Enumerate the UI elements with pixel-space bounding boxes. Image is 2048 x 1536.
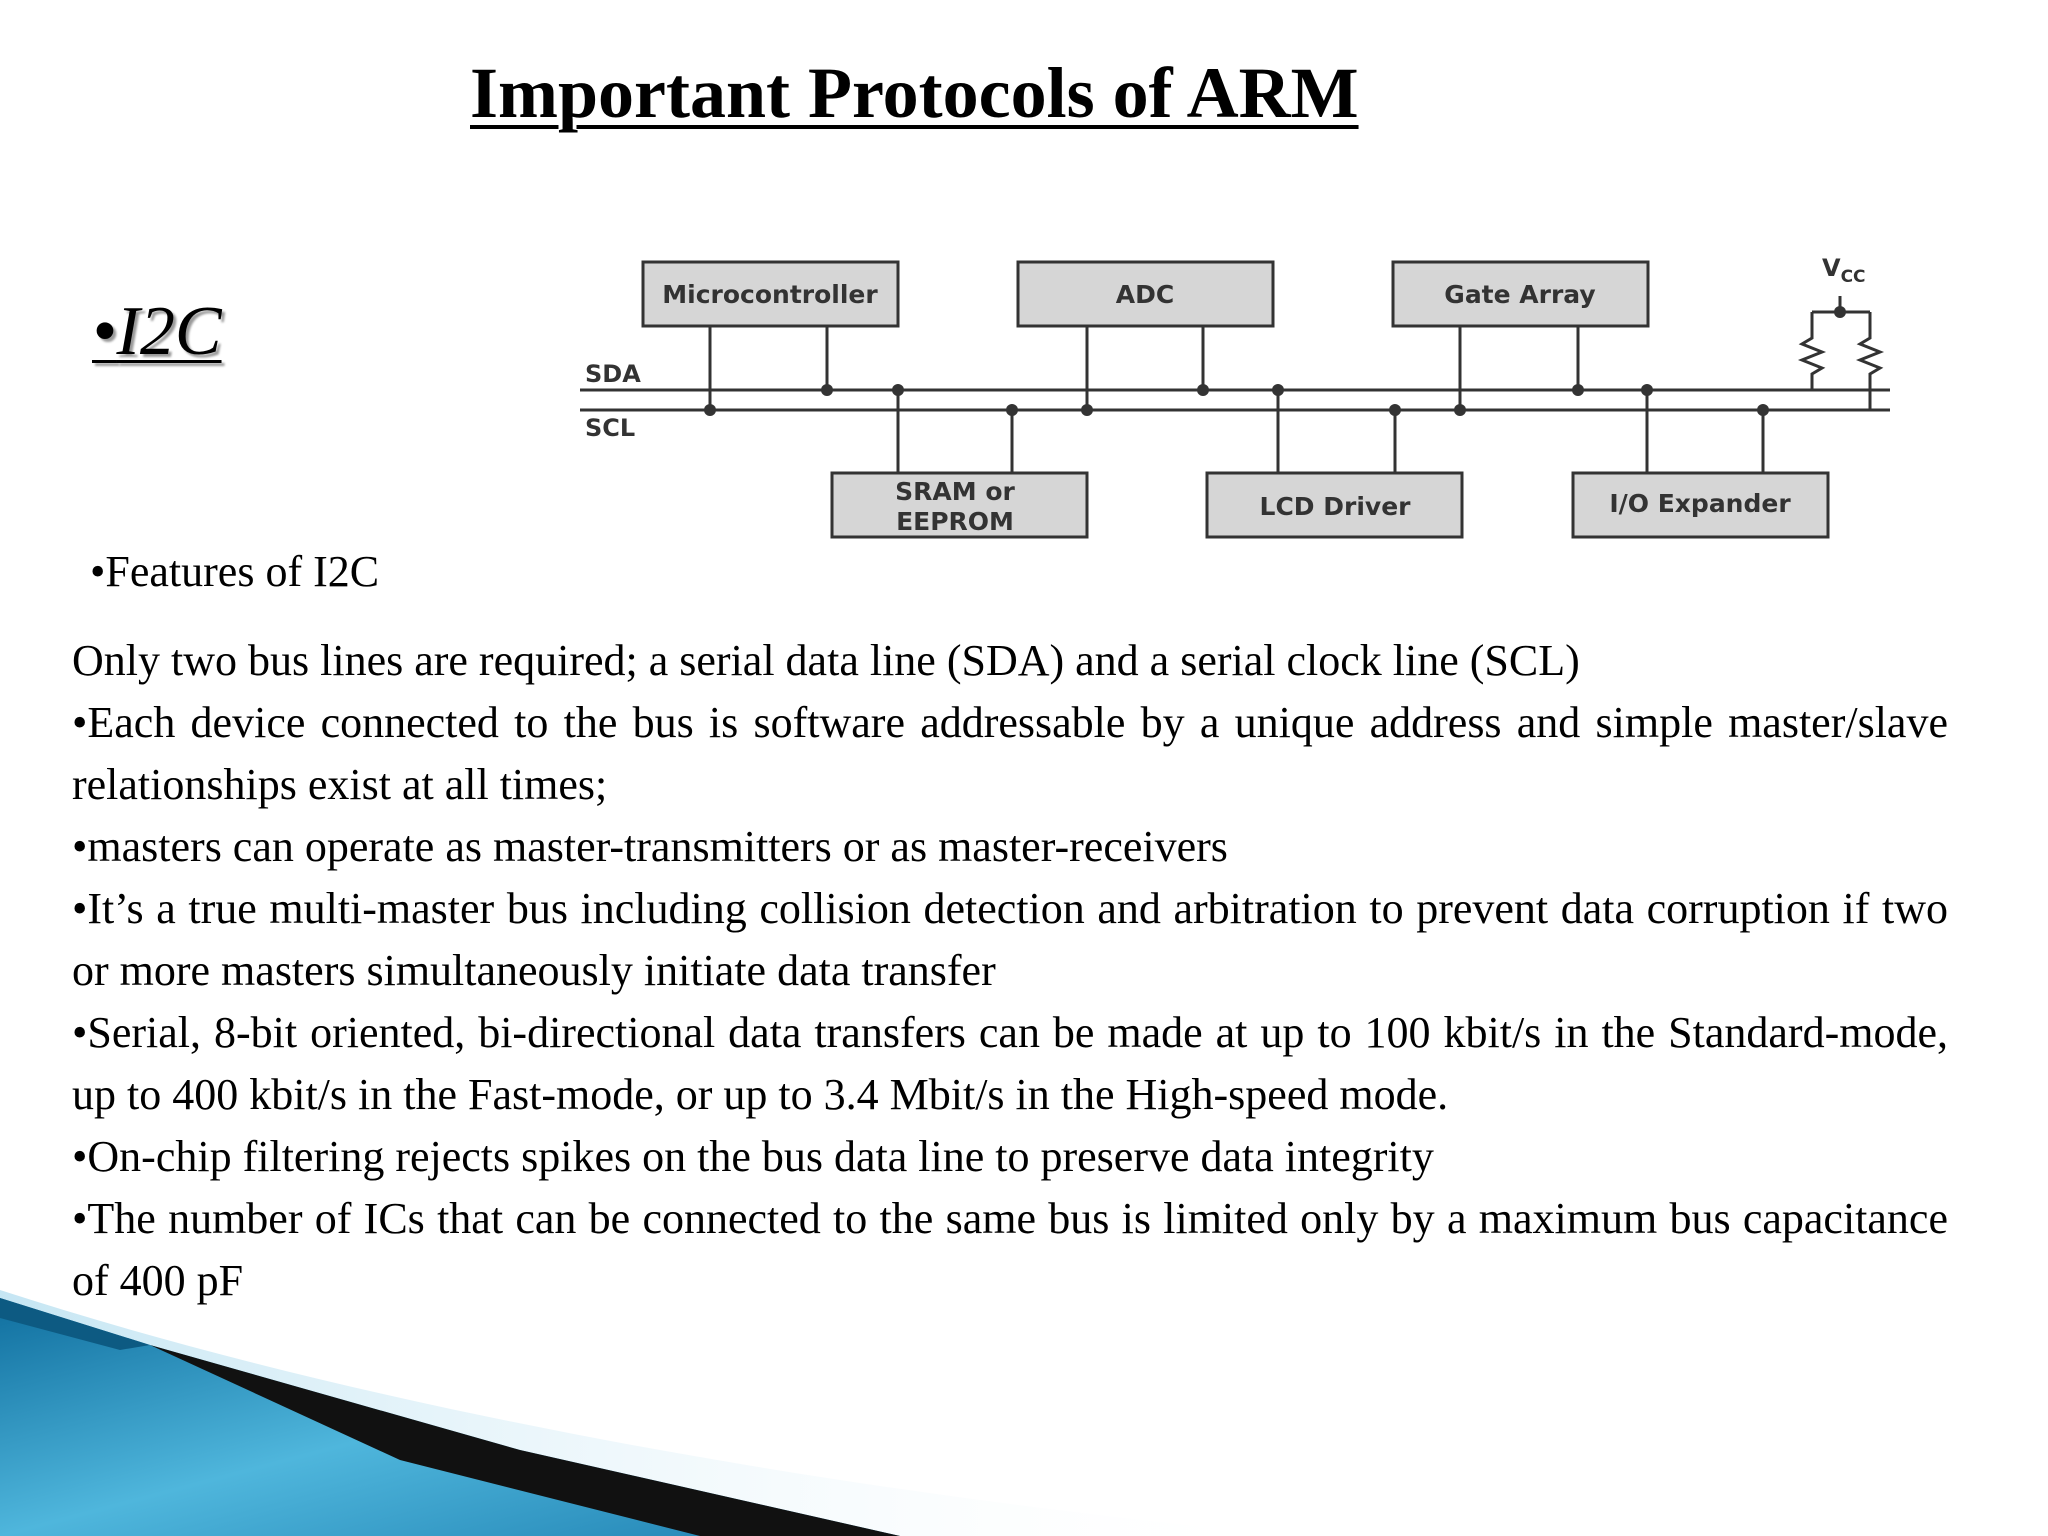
device-gate-array: Gate Array — [1391, 260, 1650, 410]
device-label-line2: EEPROM — [896, 507, 1014, 536]
feature-item: •On-chip filtering rejects spikes on the… — [72, 1132, 1434, 1181]
device-microcontroller: Microcontroller — [641, 260, 900, 410]
feature-item: •Each device connected to the bus is sof… — [72, 698, 1948, 809]
sda-label: SDA — [585, 360, 641, 388]
junction-dots — [704, 306, 1846, 416]
device-sram-eeprom: SRAM or EEPROM — [830, 390, 1089, 539]
device-adc: ADC — [1016, 260, 1275, 410]
device-lcd-driver: LCD Driver — [1205, 390, 1464, 539]
feature-item: •Serial, 8-bit oriented, bi-directional … — [72, 1008, 1948, 1119]
section-name: I2C — [116, 293, 222, 370]
device-label: LCD Driver — [1260, 492, 1412, 521]
device-label: Microcontroller — [662, 280, 878, 309]
pull-up-resistors — [1797, 296, 1885, 410]
device-io-expander: I/O Expander — [1571, 390, 1830, 539]
bullet: • — [92, 293, 117, 370]
device-label: Gate Array — [1444, 280, 1595, 309]
feature-item: •It’s a true multi-master bus including … — [72, 884, 1948, 995]
feature-item: •masters can operate as master-transmitt… — [72, 822, 1228, 871]
feature-item: •The number of ICs that can be connected… — [72, 1194, 1948, 1305]
device-label: I/O Expander — [1609, 489, 1791, 518]
features-list: Only two bus lines are required; a seria… — [72, 630, 1948, 1312]
vcc-label: VCC — [1822, 254, 1866, 287]
device-label-line1: SRAM or — [895, 477, 1015, 506]
feature-item: Only two bus lines are required; a seria… — [72, 636, 1580, 685]
device-label: ADC — [1116, 280, 1174, 309]
scl-label: SCL — [585, 414, 635, 442]
page-title: Important Protocols of ARM — [470, 53, 1359, 133]
features-heading: •Features of I2C — [90, 547, 380, 596]
section-heading: •I2C — [92, 292, 222, 372]
